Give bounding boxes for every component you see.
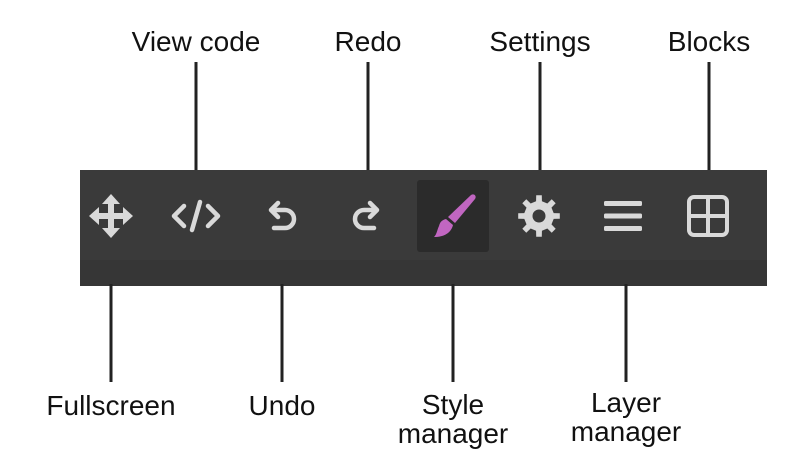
leader-style-manager [451,284,455,382]
code-icon [171,199,221,233]
redo-button[interactable] [330,180,402,252]
label-fullscreen: Fullscreen [46,390,176,421]
blocks-button[interactable] [672,180,744,252]
label-undo: Undo [248,390,316,421]
label-layer-manager-line2: manager [570,416,682,447]
leader-settings [538,62,542,172]
leader-blocks [707,62,711,172]
undo-icon [268,200,297,231]
leader-undo [280,284,284,382]
style-manager-button[interactable] [417,180,489,252]
editor-toolbar [80,170,767,286]
label-view-code: View code [131,26,261,57]
label-layer-manager-line1: Layer [590,387,662,418]
leader-view-code [194,62,198,172]
bars-icon [604,201,642,231]
undo-button[interactable] [246,180,318,252]
settings-button[interactable] [503,180,575,252]
leader-redo [366,62,370,172]
label-style-manager: Style manager [398,390,509,448]
label-blocks: Blocks [667,26,751,57]
view-code-button[interactable] [160,180,232,252]
label-style-manager-line2: manager [397,418,509,449]
gear-shape [518,195,560,237]
move-arrows-icon [89,194,133,238]
layer-manager-button[interactable] [587,180,659,252]
toolbar-lower-strip [80,260,767,286]
leader-layer-manager [624,284,628,382]
paintbrush-icon [434,194,476,237]
redo-icon [352,200,380,231]
gear-icon [518,195,560,237]
label-redo: Redo [334,26,402,57]
fullscreen-button[interactable] [75,180,147,252]
label-layer-manager: Layer manager [571,388,682,446]
label-settings: Settings [489,26,591,57]
leader-fullscreen [109,284,113,382]
grid-icon [687,195,729,237]
label-style-manager-line1: Style [421,389,485,420]
